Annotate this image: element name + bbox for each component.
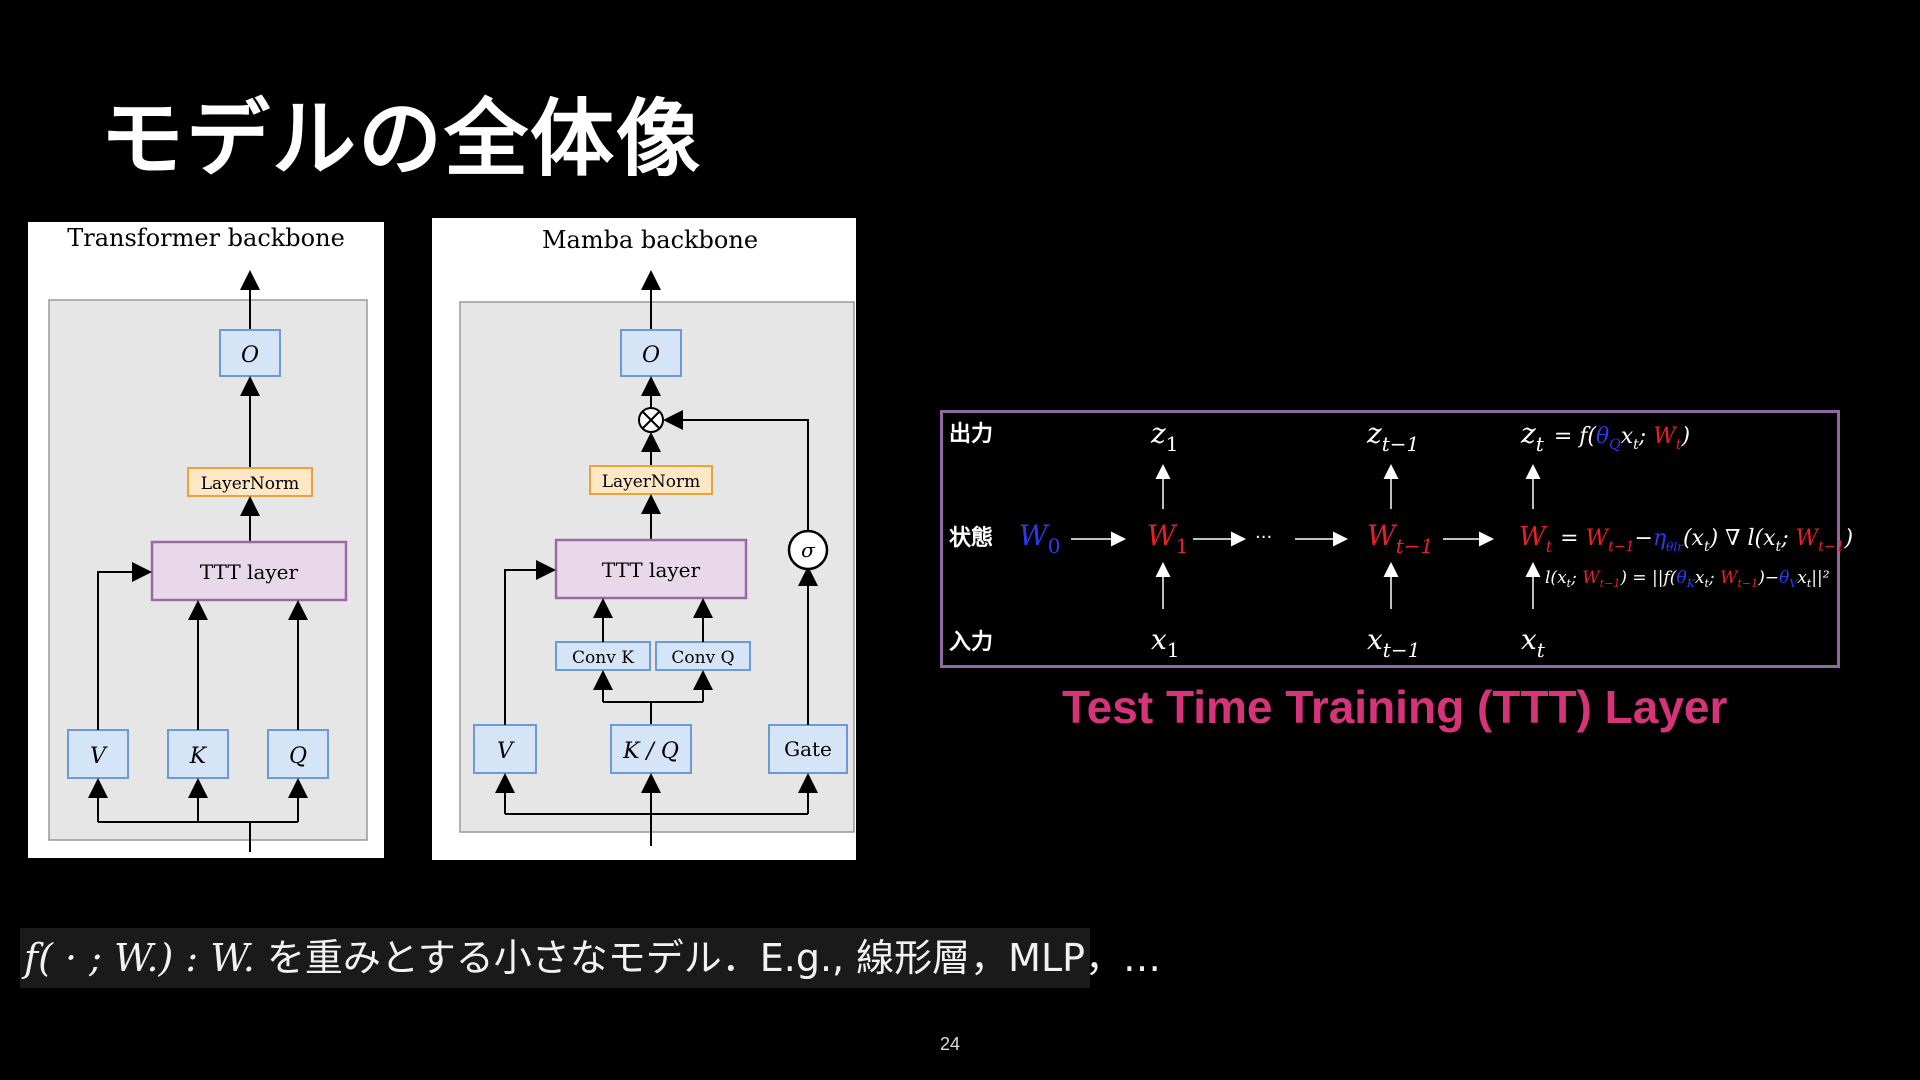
output-z1: z1: [1150, 417, 1179, 456]
mamba-layernorm-label: LayerNorm: [602, 472, 701, 492]
transformer-output-label: O: [241, 343, 259, 368]
transformer-output-box: [219, 329, 281, 377]
input-xt-1: xt−1: [1367, 623, 1420, 662]
mamba-output-box: [620, 329, 682, 377]
mamba-gate-box: [768, 724, 848, 774]
mamba-title: Mamba backbone: [542, 226, 758, 254]
footer-math: f( · ; W.) : W.: [24, 936, 255, 980]
transformer-layernorm-label: LayerNorm: [201, 474, 300, 494]
input-x1: x1: [1151, 623, 1180, 662]
mamba-ttt-layer-label: TTT layer: [602, 558, 701, 582]
transformer-k-label: K: [189, 744, 208, 769]
row-label-output: 出力: [949, 422, 993, 447]
mamba-gate-label: Gate: [784, 737, 832, 761]
transformer-backbone-panel: Transformer backbone O LayerNorm TTT lay…: [28, 222, 384, 858]
state-wt-update: Wt= Wt−1−ηθlr(xt) ∇ l(xt; Wt−1): [1519, 522, 1853, 556]
transformer-layernorm-box: [187, 467, 313, 497]
transformer-title: Transformer backbone: [67, 224, 345, 252]
state-ellipsis: ···: [1255, 527, 1272, 548]
transformer-ttt-layer-label: TTT layer: [200, 560, 299, 584]
mamba-backbone-panel: Mamba backbone O LayerNorm TTT layer Con…: [432, 218, 856, 860]
mamba-output-label: O: [642, 343, 660, 368]
mamba-kq-label: K / Q: [622, 739, 679, 764]
transformer-v-label: V: [90, 744, 108, 769]
output-zt-1: zt−1: [1366, 417, 1419, 456]
page-number: 24: [940, 1034, 961, 1054]
state-wt-1: Wt−1: [1367, 519, 1433, 558]
output-zt: zt= f(θQxt; Wt): [1520, 417, 1690, 456]
loss-equation: l(xt; Wt−1) = ||f(θKxt; Wt−1)−θVxt||²: [1545, 568, 1830, 590]
footer-text: を重みとする小さなモデル．E.g., 線形層，MLP，…: [254, 936, 1162, 980]
transformer-q-label: Q: [289, 744, 307, 769]
footer-note: f( · ; W.) : W. を重みとする小さなモデル．E.g., 線形層，M…: [20, 928, 1161, 988]
mamba-conv-q-box: [655, 641, 751, 671]
ttt-recurrence-diagram: 出力 状態 入力 z1 zt−1 zt= f(θQxt; Wt) W0 W1 ·…: [940, 410, 1853, 668]
row-label-state: 状態: [949, 525, 993, 551]
slide-title: モデルの全体像: [100, 90, 703, 188]
mamba-v-label: V: [497, 739, 515, 764]
row-label-input: 入力: [949, 630, 993, 655]
mamba-v-box: [473, 724, 537, 774]
state-w1: W1: [1147, 519, 1189, 558]
mamba-conv-k-label: Conv K: [572, 648, 634, 668]
state-w0: W0: [1019, 519, 1061, 558]
input-xt: xt: [1521, 623, 1546, 662]
transformer-q-box: [267, 729, 329, 779]
mamba-conv-k-box: [555, 641, 651, 671]
mamba-ttt-layer-box: [554, 538, 748, 600]
ttt-caption: Test Time Training (TTT) Layer: [1062, 681, 1728, 733]
mamba-sigma-label: σ: [801, 538, 816, 562]
mamba-conv-q-label: Conv Q: [671, 648, 734, 668]
transformer-ttt-layer-box: [150, 540, 348, 602]
